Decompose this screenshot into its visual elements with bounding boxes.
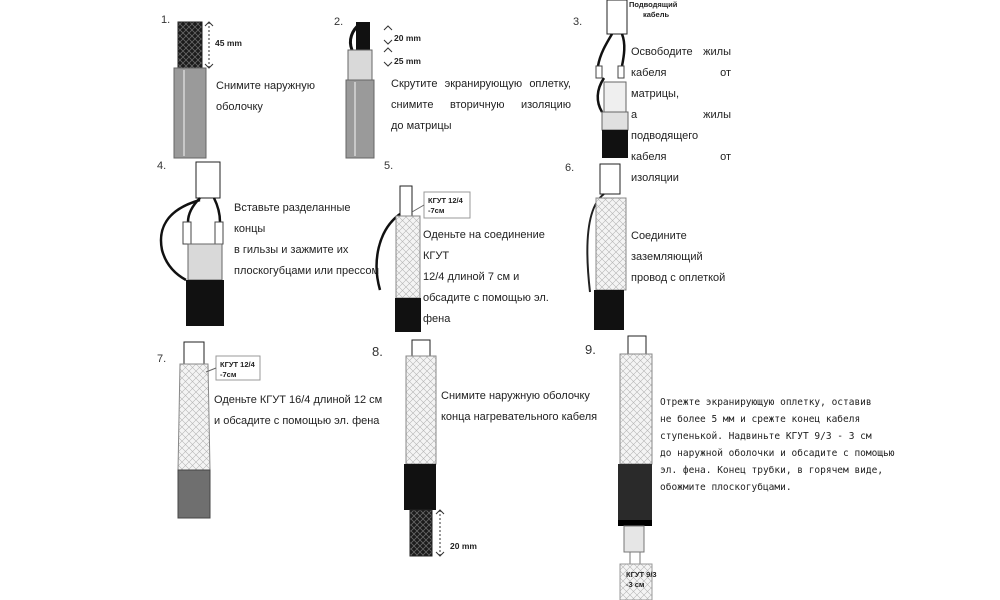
- step-3-number: 3.: [573, 16, 583, 28]
- step-1-text: Снимите наружную оболочку: [216, 76, 326, 118]
- step-1-cable: [173, 21, 214, 159]
- label-line: КГУТ 9/3: [626, 570, 657, 579]
- step-2-text: Скрутите экранирующую оплетку, снимите в…: [391, 74, 571, 137]
- step-2-dimension-1: 20 mm: [394, 33, 421, 43]
- step-2-dimension-2: 25 mm: [394, 56, 421, 66]
- step-5-number: 5.: [384, 160, 394, 172]
- text-line: Снимите наружную оболочку: [441, 390, 590, 402]
- step-6-text: Соедините заземляющий провод с оплеткой: [631, 226, 761, 289]
- text-line: до матрицы: [391, 120, 452, 132]
- step-4-text: Вставьте разделанные концы в гильзы и за…: [234, 198, 384, 282]
- label-line: КГУТ 12/4: [220, 360, 255, 369]
- step-7-number: 7.: [157, 353, 167, 365]
- text-line: провод с оплеткой: [631, 272, 726, 284]
- step-1-dimension: 45 mm: [215, 38, 242, 48]
- text-line: кабеля от матрицы,: [631, 67, 731, 100]
- step-6-number: 6.: [565, 162, 575, 174]
- text-line: ступенькой. Надвиньте КГУТ 9/3 - 3 см: [660, 431, 872, 442]
- label-line: Подводящий: [629, 0, 678, 9]
- step-4-number: 4.: [157, 160, 167, 172]
- text-line: Освободите жилы: [631, 46, 731, 58]
- step-3-label: Подводящий кабель: [629, 0, 677, 20]
- text-line: Снимите наружную: [216, 80, 315, 92]
- step-8-text: Снимите наружную оболочку конца нагреват…: [441, 386, 601, 428]
- step-9-number: 9.: [585, 342, 596, 357]
- step-7-text: Оденьте КГУТ 16/4 длиной 12 см и обсадит…: [214, 390, 384, 432]
- text-line: Оденьте КГУТ 16/4 длиной 12 см: [214, 394, 383, 406]
- step-8-number: 8.: [372, 344, 383, 359]
- step-5-text: Оденьте на соединение КГУТ 12/4 длиной 7…: [423, 225, 573, 330]
- step-4-cable: [159, 161, 224, 326]
- text-line: Оденьте на соединение КГУТ: [423, 229, 545, 262]
- text-line: фена: [423, 313, 451, 325]
- text-line: конца нагревательного кабеля: [441, 411, 598, 423]
- text-line: эл. фена. Конец трубки, в горячем виде,: [660, 465, 884, 476]
- step-5-cable: [375, 185, 471, 332]
- text-line: снимите вторичную изоляцию: [391, 99, 571, 111]
- text-line: а жилы подводящего: [631, 109, 731, 142]
- label-line: КГУТ 12/4: [428, 196, 463, 205]
- step-3-cable: [595, 0, 629, 158]
- step-1-number: 1.: [161, 14, 171, 26]
- step-6-cable: [586, 163, 627, 330]
- text-line: Вставьте разделанные концы: [234, 202, 351, 235]
- text-line: Скрутите экранирующую оплетку,: [391, 78, 571, 90]
- step-3-text: Освободите жилы кабеля от матрицы, а жил…: [631, 42, 731, 189]
- step-9-cable: [618, 335, 653, 600]
- text-line: обожмите плоскогубцами.: [660, 482, 792, 493]
- step-8-dimension: 20 mm: [450, 541, 477, 551]
- step-8-cable: [404, 339, 445, 557]
- text-line: не более 5 мм и срежте конец кабеля: [660, 414, 861, 425]
- step-2-cable: [345, 22, 393, 159]
- label-line: кабель: [643, 10, 670, 19]
- step-9-label: КГУТ 9/3 -3 см: [626, 570, 657, 590]
- text-line: обсадите с помощью эл.: [423, 292, 549, 304]
- text-line: кабеля от изоляции: [631, 151, 731, 184]
- text-line: до наружной оболочки и обсадите с помощь…: [660, 448, 895, 459]
- label-line: -7см: [428, 206, 445, 215]
- text-line: оболочку: [216, 101, 263, 113]
- step-7-label: КГУТ 12/4 -7см: [220, 360, 255, 380]
- step-7-cable: [177, 341, 261, 519]
- text-line: плоскогубцами или прессом: [234, 265, 380, 277]
- text-line: Соедините заземляющий: [631, 230, 703, 263]
- step-5-label: КГУТ 12/4 -7см: [428, 196, 463, 216]
- text-line: и обсадите с помощью эл. фена: [214, 415, 380, 427]
- text-line: 12/4 длиной 7 см и: [423, 271, 520, 283]
- label-line: -7см: [220, 370, 237, 379]
- text-line: в гильзы и зажмите их: [234, 244, 349, 256]
- label-line: -3 см: [626, 580, 645, 589]
- text-line: Отрежте экранирующую оплетку, оставив: [660, 397, 872, 408]
- step-9-text: Отрежте экранирующую оплетку, оставив не…: [660, 394, 920, 496]
- step-2-number: 2.: [334, 16, 344, 28]
